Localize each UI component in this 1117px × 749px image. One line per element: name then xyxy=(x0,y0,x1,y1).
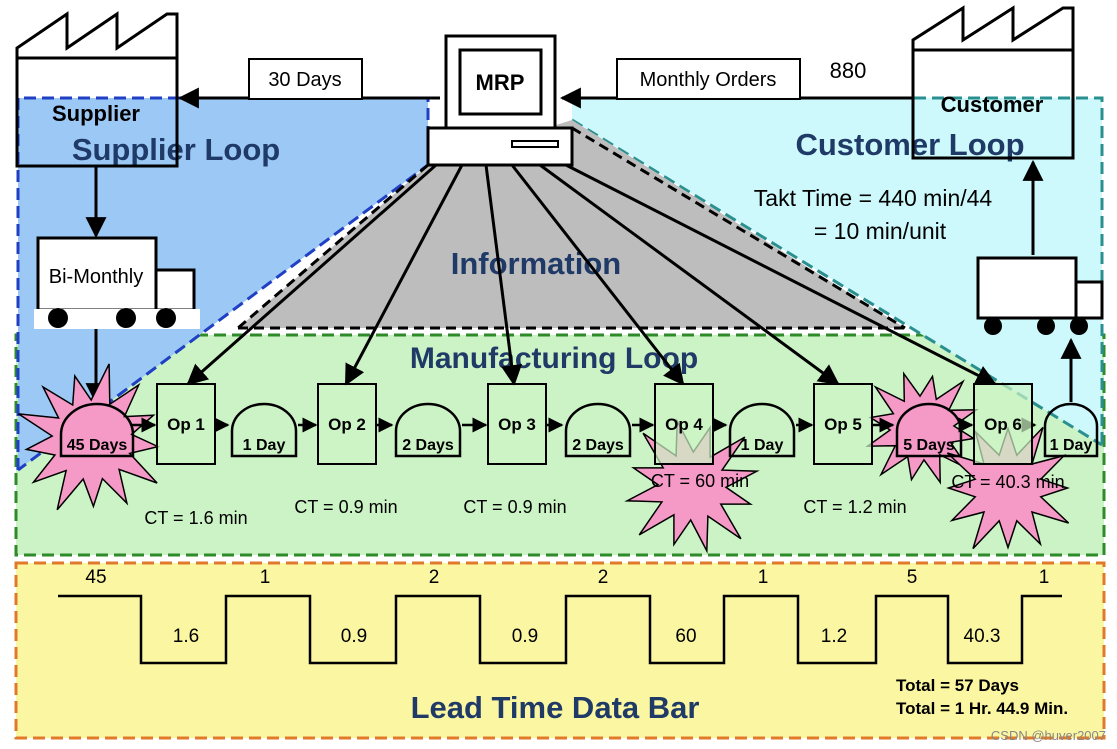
customer-truck-icon xyxy=(976,256,1104,335)
process-label: Op 5 xyxy=(824,415,862,434)
cycle-time-label: CT = 0.9 min xyxy=(463,497,566,517)
wait-time-label: 1 xyxy=(1039,567,1050,588)
inventory-label: 2 Days xyxy=(402,437,454,454)
total-time: Total = 1 Hr. 44.9 Min. xyxy=(896,699,1068,718)
process-time-label: 0.9 xyxy=(341,626,367,647)
process-time-label: 1.6 xyxy=(173,626,199,647)
supplier-schedule-label: 30 Days xyxy=(268,69,341,91)
process-label: Op 2 xyxy=(328,415,366,434)
customer-loop-border xyxy=(572,96,1104,445)
inventory-icon xyxy=(394,402,462,458)
customer-loop-diagonal xyxy=(571,118,1103,447)
information-title: Information xyxy=(451,246,622,281)
total-days: Total = 57 Days xyxy=(896,676,1019,695)
mrp-label: MRP xyxy=(476,70,525,95)
cycle-time-label: CT = 40.3 min xyxy=(951,472,1064,492)
lead-time-labels: 45 1 2 2 1 5 1 1.6 0.9 0.9 60 1.2 40.3 xyxy=(85,567,1049,647)
burst-ct-40 xyxy=(946,426,1070,550)
inventory-label: 5 Days xyxy=(903,437,955,454)
information-border-right xyxy=(571,126,906,330)
wait-time-label: 5 xyxy=(907,567,918,588)
inventory-label: 2 Days xyxy=(572,437,624,454)
process-box xyxy=(813,383,873,465)
process-box xyxy=(156,383,216,465)
watermark: CSDN @huver2007 xyxy=(991,728,1106,743)
lead-time-region xyxy=(14,561,1106,740)
process-box xyxy=(973,383,1033,465)
process-box xyxy=(654,383,714,465)
process-label: Op 3 xyxy=(498,415,536,434)
wait-time-label: 1 xyxy=(260,567,271,588)
process-label: Op 1 xyxy=(167,415,205,434)
supplier-truck-label: Bi-Monthly xyxy=(49,266,143,288)
inventory-icon xyxy=(59,402,135,458)
supplier-label: Supplier xyxy=(52,101,140,126)
wait-time-label: 45 xyxy=(85,567,106,588)
customer-label: Customer xyxy=(941,92,1044,117)
process-box xyxy=(487,383,547,465)
customer-orders-label: Monthly Orders xyxy=(640,69,777,91)
kaizen-bursts xyxy=(18,363,1070,554)
inventory-icon xyxy=(895,402,963,458)
takt-time-line1: Takt Time = 440 min/44 xyxy=(754,185,993,211)
wait-time-label: 2 xyxy=(429,567,440,588)
inventory-icon xyxy=(564,402,632,458)
customer-loop-region xyxy=(572,98,1102,445)
process-label: Op 4 xyxy=(665,415,703,434)
supplier-factory-icon xyxy=(15,11,179,168)
mrp-computer-icon xyxy=(426,34,574,167)
inventory-label: 1 Day xyxy=(741,437,784,454)
customer-factory-icon xyxy=(911,5,1075,160)
takt-time-line2: = 10 min/unit xyxy=(814,218,947,244)
process-time-label: 60 xyxy=(675,626,696,647)
inventory-label: 1 Day xyxy=(1050,437,1093,454)
inventory-label: 1 Day xyxy=(243,437,286,454)
inventory-icon xyxy=(230,402,298,458)
lead-time-ladder xyxy=(58,594,1062,665)
supplier-truck-icon xyxy=(34,236,200,329)
customer-loop-title: Customer Loop xyxy=(795,127,1024,162)
customer-orders-box xyxy=(616,58,801,100)
cycle-time-label: CT = 1.2 min xyxy=(803,497,906,517)
mrp-broadcast-arrows xyxy=(186,163,997,387)
manufacturing-loop-title: Manufacturing Loop xyxy=(410,342,698,375)
process-box xyxy=(317,383,377,465)
inventory-icon xyxy=(1043,402,1099,458)
lead-time-title: Lead Time Data Bar xyxy=(411,690,700,725)
process-time-label: 1.2 xyxy=(821,626,847,647)
cycle-time-label: CT = 1.6 min xyxy=(144,508,247,528)
wait-time-label: 2 xyxy=(598,567,609,588)
cycle-time-label: CT = 60 min xyxy=(651,471,749,491)
burst-45-days xyxy=(18,363,161,511)
supplier-schedule-box xyxy=(248,58,363,100)
process-time-label: 0.9 xyxy=(512,626,538,647)
information-border-left xyxy=(237,163,429,330)
inventory-icon xyxy=(728,402,796,458)
supplier-loop-region xyxy=(18,98,428,470)
inventory-label: 45 Days xyxy=(67,437,128,454)
process-flow: 45 Days 1 Day 2 Days 2 Days 1 Day 5 Days 1 Day… xyxy=(59,383,1099,528)
process-label: Op 6 xyxy=(984,415,1022,434)
customer-demand: 880 xyxy=(830,58,867,83)
cycle-time-label: CT = 0.9 min xyxy=(294,497,397,517)
wait-time-label: 1 xyxy=(758,567,769,588)
process-time-label: 40.3 xyxy=(964,626,1001,647)
